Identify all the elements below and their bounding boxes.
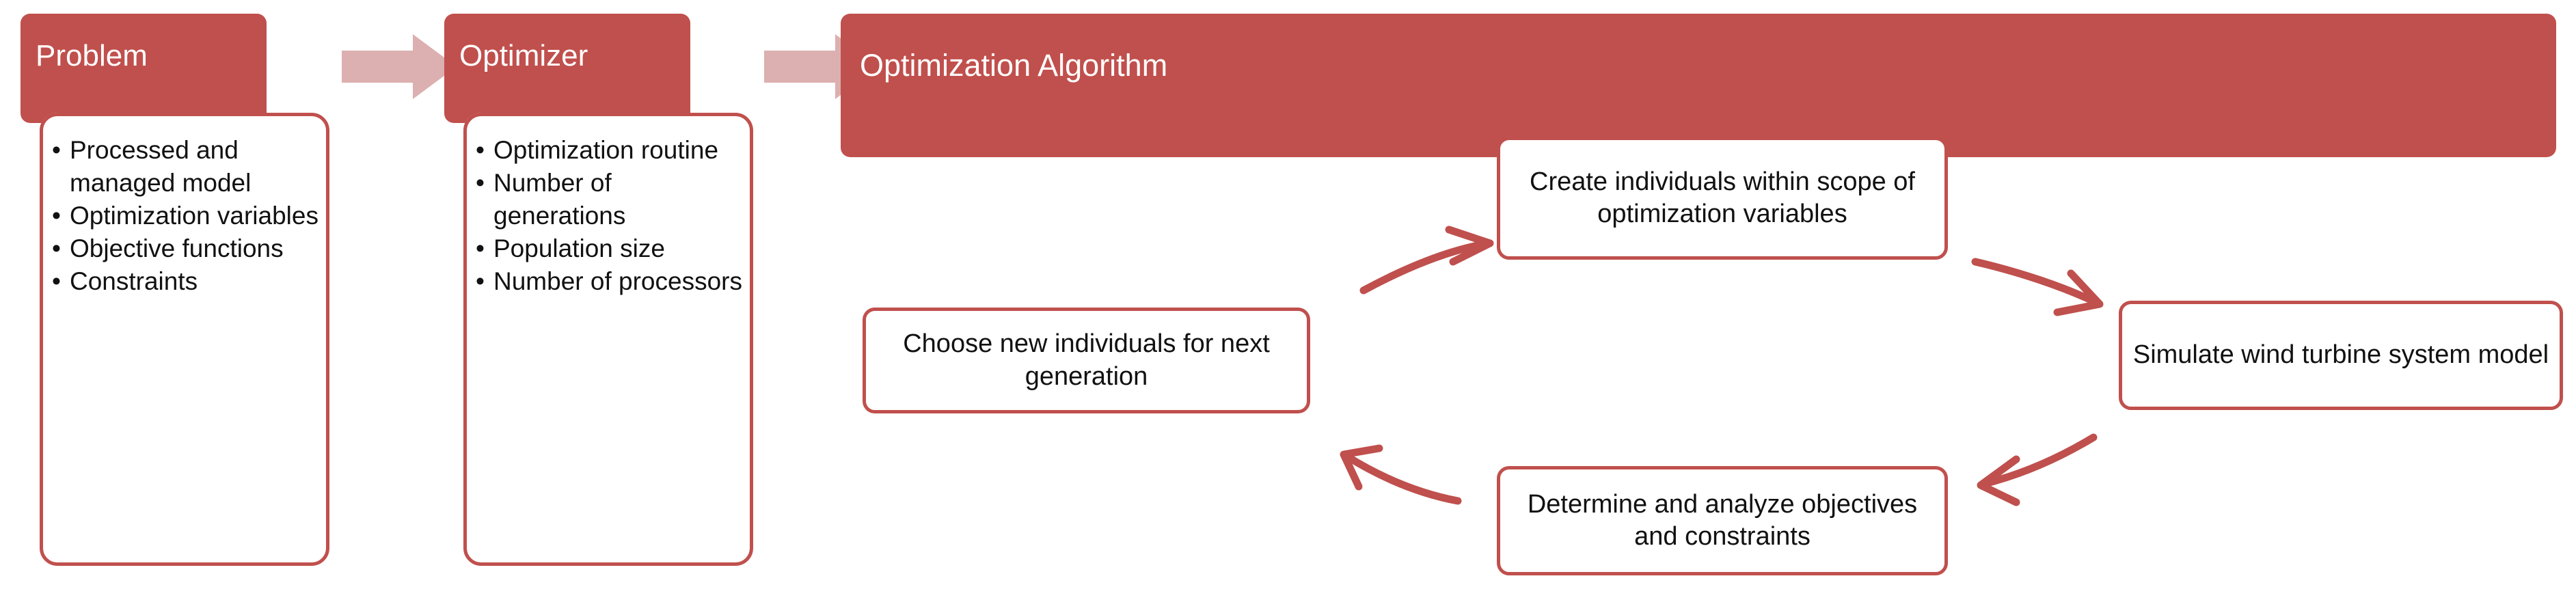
cycle-node-determine-label: Determine and analyze objectives and con… [1527,489,1918,551]
cycle-node-choose-label: Choose new individuals for next generati… [903,329,1270,391]
curved-arrow-icon [1359,226,1494,295]
list-item: Number of processors [476,265,742,298]
problem-title: Problem [36,39,148,72]
list-item: Constraints [52,265,318,298]
list-item: Objective functions [52,232,318,265]
list-item: Optimization routine [476,134,742,167]
list-item: Optimization variables [52,200,318,232]
list-item: Number of generations [476,167,742,232]
curved-arrow-icon [1340,444,1462,505]
cycle-node-choose: Choose new individuals for next generati… [863,308,1310,413]
cycle-node-create-label: Create individuals within scope of optim… [1530,167,1915,228]
problem-bullet-list: Processed and managed model Optimization… [40,134,329,299]
block-arrow-right-icon [342,34,457,99]
cycle-node-determine: Determine and analyze objectives and con… [1497,466,1948,575]
list-item: Population size [476,232,742,265]
list-item: Processed and managed model [52,134,318,200]
cycle-node-create: Create individuals within scope of optim… [1497,137,1948,260]
optimizer-title: Optimizer [459,39,588,72]
optimization-algorithm-banner [841,14,2556,157]
optimizer-header-card [444,14,690,123]
problem-header-card [21,14,267,123]
curved-arrow-icon [1977,433,2098,506]
cycle-node-simulate: Simulate wind turbine system model [2119,301,2563,410]
curved-arrow-icon [1971,258,2104,316]
cycle-node-simulate-label: Simulate wind turbine system model [2132,340,2549,370]
optimizer-bullet-list: Optimization routine Number of generatio… [463,134,753,299]
optimization-algorithm-title: Optimization Algorithm [860,48,1168,83]
